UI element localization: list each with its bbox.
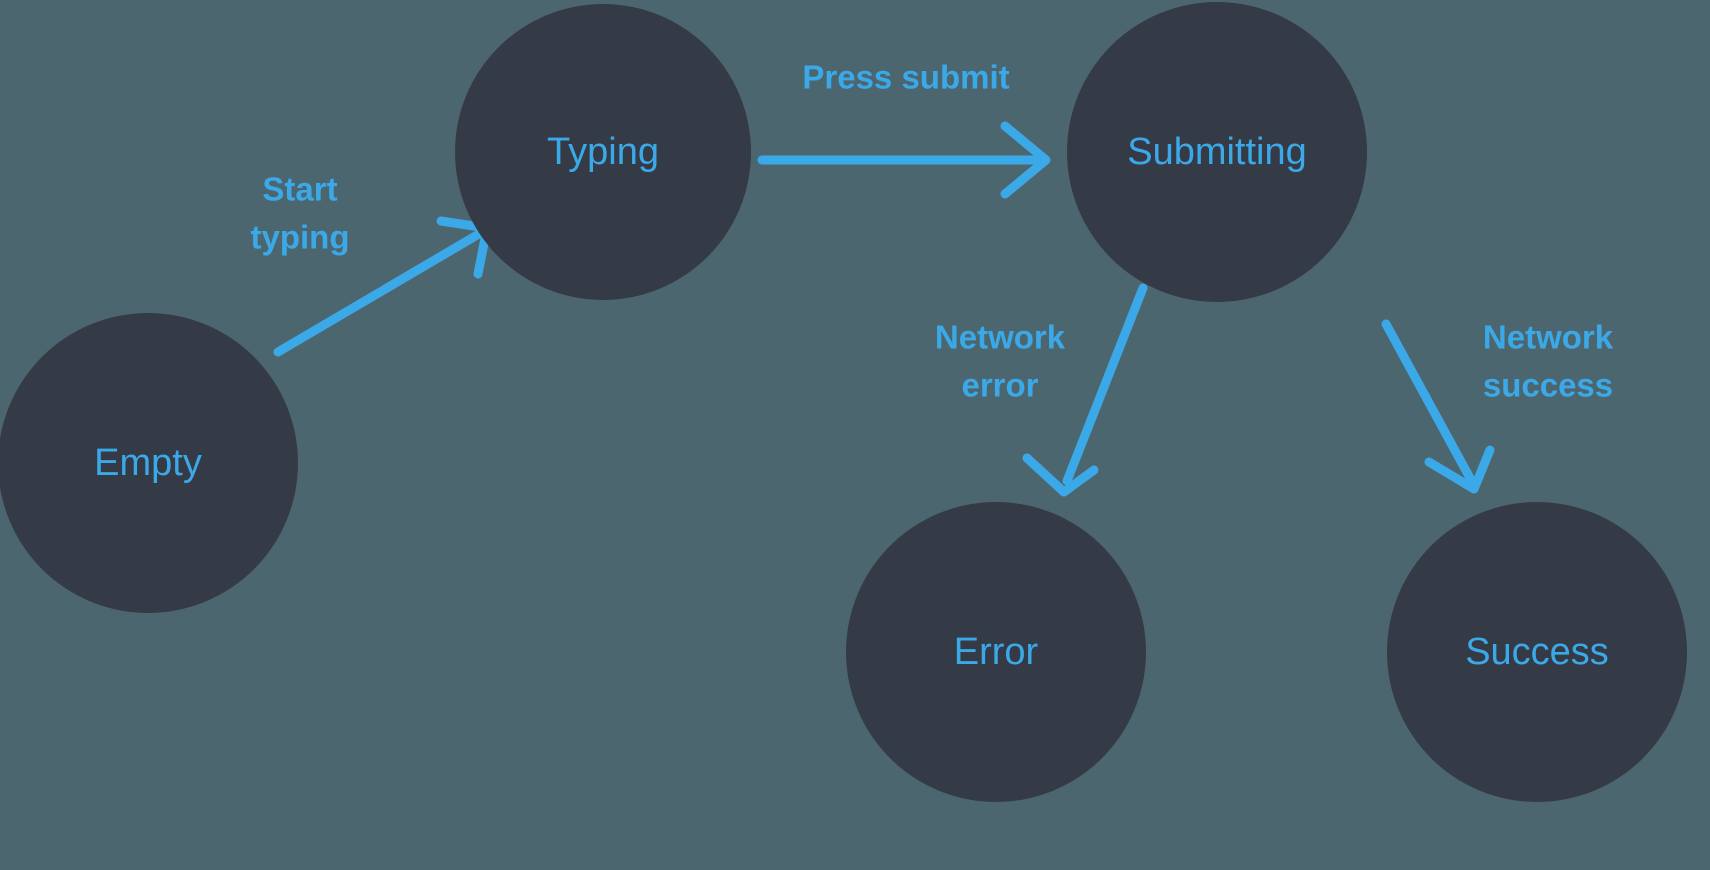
node-label-error: Error bbox=[954, 631, 1039, 673]
edge-label-submitting-to-success: Network bbox=[1483, 319, 1614, 356]
edge-typing-to-submitting: Press submit bbox=[757, 59, 1051, 199]
edge-line-submitting-to-error bbox=[1062, 283, 1148, 486]
edge-label-typing-to-submitting: Press submit bbox=[802, 59, 1009, 96]
arrowhead-icon bbox=[1022, 453, 1099, 497]
node-circle-error[interactable] bbox=[846, 502, 1146, 802]
edge-submitting-to-success: Network success bbox=[1381, 319, 1614, 494]
node-circle-typing[interactable] bbox=[455, 4, 751, 300]
node-circle-success[interactable] bbox=[1387, 502, 1687, 802]
node-label-typing: Typing bbox=[547, 131, 659, 173]
node-error[interactable]: Error bbox=[846, 502, 1146, 802]
node-success[interactable]: Success bbox=[1387, 502, 1687, 802]
edge-line-submitting-to-success bbox=[1381, 319, 1475, 483]
node-circle-submitting[interactable] bbox=[1067, 2, 1367, 302]
edge-label-submitting-to-success: success bbox=[1483, 367, 1613, 404]
arrowhead-icon bbox=[1000, 121, 1051, 199]
node-label-success: Success bbox=[1465, 631, 1609, 673]
node-typing[interactable]: Typing bbox=[455, 4, 751, 300]
edge-submitting-to-error: Network error bbox=[935, 283, 1148, 497]
edge-label-empty-to-typing: Start bbox=[262, 171, 337, 208]
node-circle-empty[interactable] bbox=[0, 313, 298, 613]
node-label-submitting: Submitting bbox=[1127, 131, 1307, 173]
edge-label-submitting-to-error: Network bbox=[935, 319, 1066, 356]
node-label-empty: Empty bbox=[94, 442, 202, 484]
edge-label-empty-to-typing: typing bbox=[251, 219, 350, 256]
edge-label-submitting-to-error: error bbox=[961, 367, 1038, 404]
node-submitting[interactable]: Submitting bbox=[1067, 2, 1367, 302]
node-empty[interactable]: Empty bbox=[0, 313, 298, 613]
edge-line-empty-to-typing bbox=[273, 226, 489, 357]
arrowhead-icon bbox=[1424, 445, 1495, 494]
